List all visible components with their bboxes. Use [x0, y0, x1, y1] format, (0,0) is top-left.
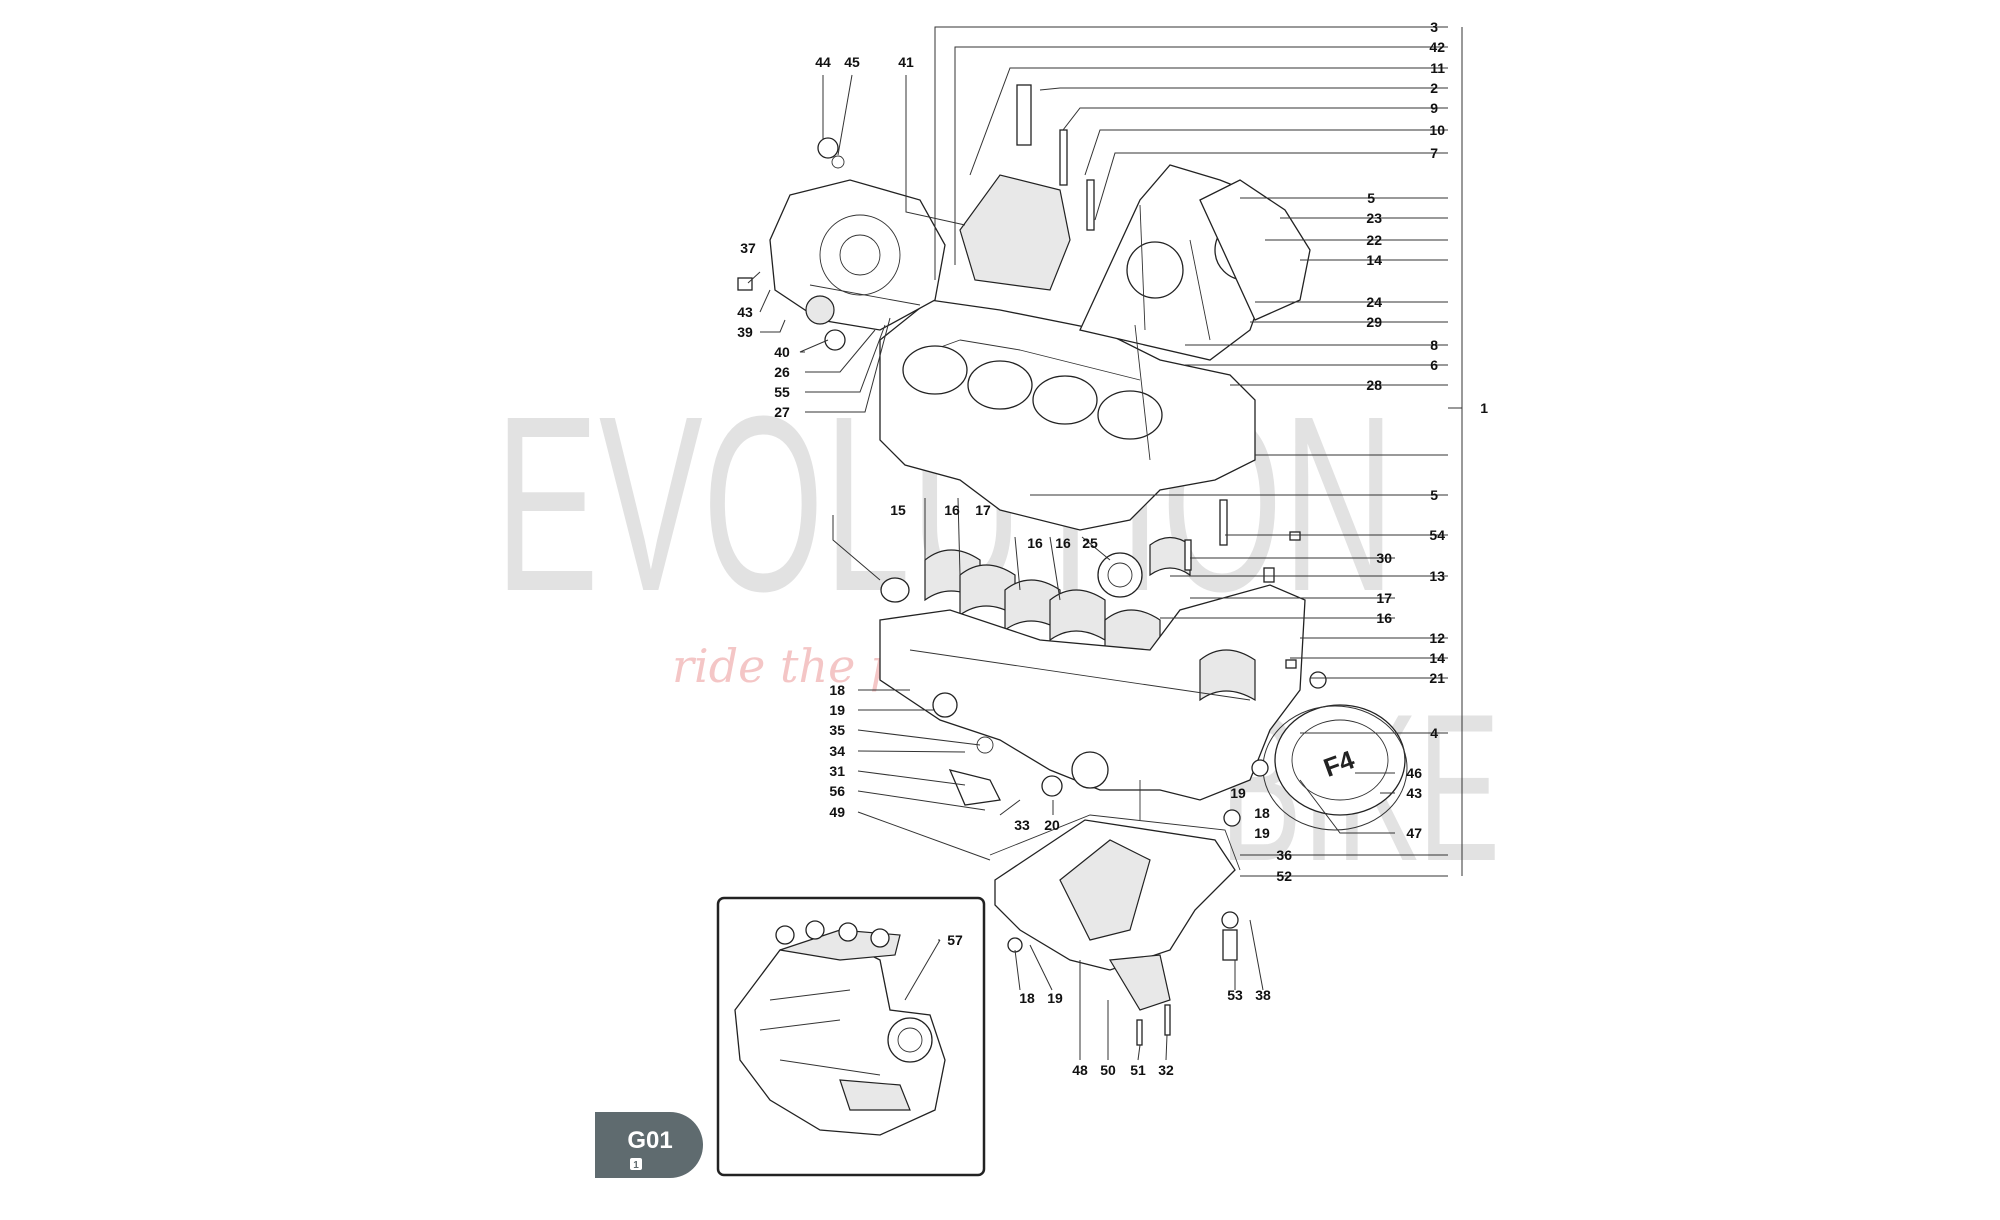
callout-44: 44	[815, 54, 831, 70]
callout-23: 23	[1366, 210, 1382, 226]
callout-17-a: 17	[975, 502, 991, 518]
callout-24: 24	[1366, 294, 1382, 310]
callout-43: 43	[1406, 785, 1422, 801]
bearing-shells	[880, 536, 1191, 662]
callout-18-a: 18	[829, 682, 845, 698]
callout-3: 3	[1430, 19, 1438, 35]
callout-19-c: 19	[1254, 825, 1270, 841]
callout-42: 42	[1429, 39, 1445, 55]
callout-56: 56	[829, 783, 845, 799]
callout-17: 17	[1376, 590, 1392, 606]
callout-34: 34	[829, 743, 845, 759]
callout-16-c: 16	[1055, 535, 1071, 551]
callout-25: 25	[1082, 535, 1098, 551]
callout-26: 26	[774, 364, 790, 380]
callout-45: 45	[844, 54, 860, 70]
callout-7: 7	[1430, 145, 1438, 161]
callout-18-c: 18	[1019, 990, 1035, 1006]
inset-engine-view: 57	[716, 896, 986, 1177]
callout-18-b: 18	[1254, 805, 1270, 821]
callout-52: 52	[1276, 868, 1292, 884]
leader-lines-left	[747, 74, 1264, 1061]
callout-29: 29	[1366, 314, 1382, 330]
callout-30: 30	[1376, 550, 1392, 566]
callout-5: 5	[1367, 190, 1375, 206]
callout-46: 46	[1406, 765, 1422, 781]
callout-19-d: 19	[1047, 990, 1063, 1006]
callout-35: 35	[829, 722, 845, 738]
page-sheet-number: 1	[633, 1160, 639, 1171]
callout-36: 36	[1276, 847, 1292, 863]
inset-callout-57: 57	[947, 932, 963, 948]
callout-16-a: 16	[944, 502, 960, 518]
callout-19-b: 19	[1230, 785, 1246, 801]
callout-14b: 14	[1429, 650, 1445, 666]
callout-32: 32	[1158, 1062, 1174, 1078]
callout-38: 38	[1255, 987, 1271, 1003]
oil-sump	[989, 814, 1241, 1011]
callout-43-left: 43	[737, 304, 753, 320]
callout-41: 41	[898, 54, 914, 70]
callout-6: 6	[1430, 357, 1438, 373]
callout-33: 33	[1014, 817, 1030, 833]
clutch-cover	[769, 179, 946, 331]
callout-2: 2	[1430, 80, 1438, 96]
page-code: G01	[627, 1127, 672, 1154]
callout-13: 13	[1429, 568, 1445, 584]
callout-8: 8	[1430, 337, 1438, 353]
callout-55: 55	[774, 384, 790, 400]
callout-14: 14	[1366, 252, 1382, 268]
callout-39: 39	[737, 324, 753, 340]
callout-51: 51	[1130, 1062, 1146, 1078]
callout-54: 54	[1429, 527, 1445, 543]
callout-10: 10	[1429, 122, 1445, 138]
callout-labels: 3 42 11 2 9 10 7 5 23 22 14 24 29 8 6 28…	[737, 19, 1488, 1078]
callout-31: 31	[829, 763, 845, 779]
callout-19-a: 19	[829, 702, 845, 718]
callout-27: 27	[774, 404, 790, 420]
callout-37: 37	[740, 240, 756, 256]
callout-20: 20	[1044, 817, 1060, 833]
callout-48: 48	[1072, 1062, 1088, 1078]
callout-12: 12	[1429, 630, 1445, 646]
lower-crankcase	[879, 584, 1306, 820]
callout-11: 11	[1430, 60, 1445, 76]
callout-21: 21	[1429, 670, 1445, 686]
callout-47: 47	[1406, 825, 1422, 841]
callout-22: 22	[1366, 232, 1382, 248]
callout-1: 1	[1480, 400, 1488, 416]
callout-49: 49	[829, 804, 845, 820]
upper-crankcase	[879, 164, 1311, 531]
callout-15: 15	[890, 502, 906, 518]
callout-16: 16	[1376, 610, 1392, 626]
callout-4: 4	[1430, 725, 1438, 741]
page-code-badge: G01 1	[595, 1112, 703, 1178]
leader-lines-right	[934, 26, 1462, 877]
callout-40: 40	[774, 344, 790, 360]
callout-50: 50	[1100, 1062, 1116, 1078]
callout-16-b: 16	[1027, 535, 1043, 551]
fasteners	[737, 84, 1327, 1046]
callout-53: 53	[1227, 987, 1243, 1003]
callout-9: 9	[1430, 100, 1438, 116]
callout-5b: 5	[1430, 487, 1438, 503]
callout-28: 28	[1366, 377, 1382, 393]
